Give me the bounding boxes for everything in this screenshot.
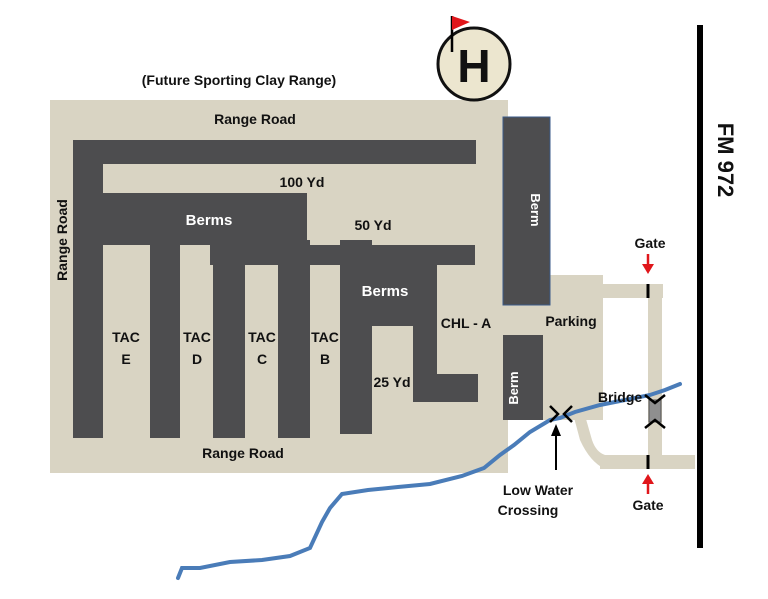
- low-water-label-1: Low Water: [503, 482, 574, 498]
- tac-e-label-2: E: [121, 351, 130, 367]
- berm-left-vertical: [73, 140, 103, 438]
- yd50-label: 50 Yd: [354, 217, 391, 233]
- range-road-left-label: Range Road: [54, 199, 70, 281]
- berm-tac-1: [150, 240, 180, 438]
- helipad-icon: H: [436, 26, 512, 102]
- road-vertical: [648, 284, 662, 464]
- pointer-arrow-icon: [551, 424, 561, 470]
- gate-top-label: Gate: [634, 235, 665, 251]
- parking-label: Parking: [545, 313, 596, 329]
- berms: [73, 116, 551, 438]
- chl-label: CHL - A: [441, 315, 492, 331]
- yd100-label: 100 Yd: [280, 174, 325, 190]
- gate-arrow-icon: [642, 474, 654, 494]
- future-range-note: (Future Sporting Clay Range): [142, 72, 336, 88]
- berm-tall-label: Berm: [528, 193, 543, 226]
- flag-icon: [450, 16, 470, 52]
- gate-arrow-icon: [642, 254, 654, 274]
- tac-b-label-1: TAC: [311, 329, 339, 345]
- berm-tall-right: [502, 116, 551, 306]
- berm-small-label: Berm: [506, 371, 521, 404]
- berm-tac-2: [213, 240, 245, 438]
- tac-c-label-1: TAC: [248, 329, 276, 345]
- tac-e-label-1: TAC: [112, 329, 140, 345]
- range-road-bottom-label: Range Road: [202, 445, 284, 461]
- creek: [176, 382, 682, 580]
- road-curve: [548, 372, 605, 469]
- low-water-crossing-icon: [549, 405, 573, 423]
- tac-d-label-2: D: [192, 351, 202, 367]
- highway-label: FM 972: [713, 123, 738, 198]
- helipad-label: H: [457, 40, 490, 92]
- gate-bottom-label: Gate: [632, 497, 663, 513]
- low-water-label-2: Crossing: [498, 502, 559, 518]
- berm-small-right: [503, 335, 543, 420]
- berms-center-label: Berms: [362, 283, 409, 300]
- berms-left-label: Berms: [186, 212, 233, 229]
- bridge-icon: [644, 394, 666, 429]
- bridge-label: Bridge: [598, 389, 643, 405]
- berm-100yd: [73, 140, 476, 164]
- tac-b-label-2: B: [320, 351, 330, 367]
- yd25-label: 25 Yd: [373, 374, 410, 390]
- berm-25yd-foot: [413, 374, 478, 402]
- range-road-top-label: Range Road: [214, 111, 296, 127]
- tac-c-label-2: C: [257, 351, 267, 367]
- berms-block: [73, 193, 307, 245]
- tac-d-label-1: TAC: [183, 329, 211, 345]
- berm-tac-3: [278, 240, 310, 438]
